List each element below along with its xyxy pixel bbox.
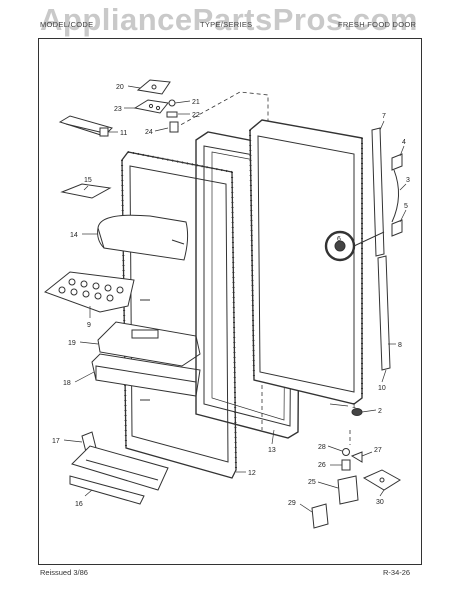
- part-9-egg-tray: [43, 271, 135, 313]
- callout-16: 16: [75, 501, 83, 508]
- callout-12: 12: [248, 470, 256, 477]
- part-22-spacer: [166, 111, 178, 118]
- callout-19: 19: [68, 340, 76, 347]
- callout-30: 30: [376, 499, 384, 506]
- callout-22: 22: [192, 112, 200, 119]
- part-5-hinge-piece: [391, 219, 403, 237]
- callout-28: 28: [318, 444, 326, 451]
- callout-labels: 20 23 21 22 24 11 15 14 9 19 18 17 12 16…: [52, 84, 410, 508]
- callout-17: 17: [52, 438, 60, 445]
- model-label: MODEL/CODE: [40, 20, 94, 29]
- callout-6: 6: [337, 236, 341, 243]
- diagram-frame: [38, 38, 422, 565]
- series-label: TYPE/SERIES: [200, 20, 253, 29]
- callout-13: 13: [268, 447, 276, 454]
- part-24-bushing: [169, 121, 179, 133]
- callout-25: 25: [308, 479, 316, 486]
- part-3-spring: [391, 169, 399, 223]
- part-28-washer: [342, 448, 350, 456]
- callout-8: 8: [398, 342, 402, 349]
- part-15-clip: [60, 183, 112, 199]
- part-11-handle: [58, 115, 113, 137]
- part-27-stop: [350, 451, 363, 463]
- part-18-shelf-bin: [91, 353, 201, 397]
- part-4-hinge-piece: [391, 153, 403, 171]
- part-16-lower-shelf: [69, 445, 169, 505]
- callout-10: 10: [378, 385, 386, 392]
- callout-23: 23: [114, 106, 122, 113]
- part-12-door-liner: [121, 151, 237, 479]
- callout-7: 7: [382, 113, 386, 120]
- page-code: R-34-26: [383, 568, 411, 577]
- callout-9: 9: [87, 322, 91, 329]
- part-25-bottom-hinge: [337, 475, 359, 505]
- part-21-screw: [168, 99, 176, 107]
- callout-27: 27: [374, 447, 382, 454]
- callout-4: 4: [402, 139, 406, 146]
- leader-lines: [63, 85, 407, 513]
- part-23-hinge-plate: [133, 99, 169, 114]
- callout-1: 1: [352, 403, 356, 410]
- watermark: AppliancePartsPros.com: [40, 2, 418, 37]
- part-20-top-hinge: [136, 79, 171, 95]
- callout-11: 11: [120, 130, 127, 137]
- callout-21: 21: [192, 99, 200, 106]
- callout-2: 2: [378, 408, 382, 415]
- part-10-trim-strip: [377, 255, 391, 371]
- part-29-bracket: [311, 503, 329, 529]
- callout-3: 3: [406, 177, 410, 184]
- callout-29: 29: [288, 500, 296, 507]
- callout-24: 24: [145, 129, 153, 136]
- part-30-hinge-plate: [362, 469, 401, 491]
- callout-14: 14: [70, 232, 78, 239]
- callout-20: 20: [116, 84, 124, 91]
- part-14-dairy-door: [97, 214, 189, 261]
- part-6-detail-circle: [324, 230, 385, 262]
- reissued-note: Reissued 3/86: [40, 568, 88, 577]
- callout-5: 5: [404, 203, 408, 210]
- callout-15: 15: [84, 177, 92, 184]
- part-1-outer-door: [249, 119, 363, 405]
- callout-26: 26: [318, 462, 326, 469]
- part-7-trim-strip: [371, 127, 385, 257]
- section-title: FRESH FOOD DOOR: [338, 20, 417, 29]
- part-19-compartment-cover: [97, 321, 201, 367]
- part-26-bushing: [341, 459, 351, 471]
- callout-18: 18: [63, 380, 71, 387]
